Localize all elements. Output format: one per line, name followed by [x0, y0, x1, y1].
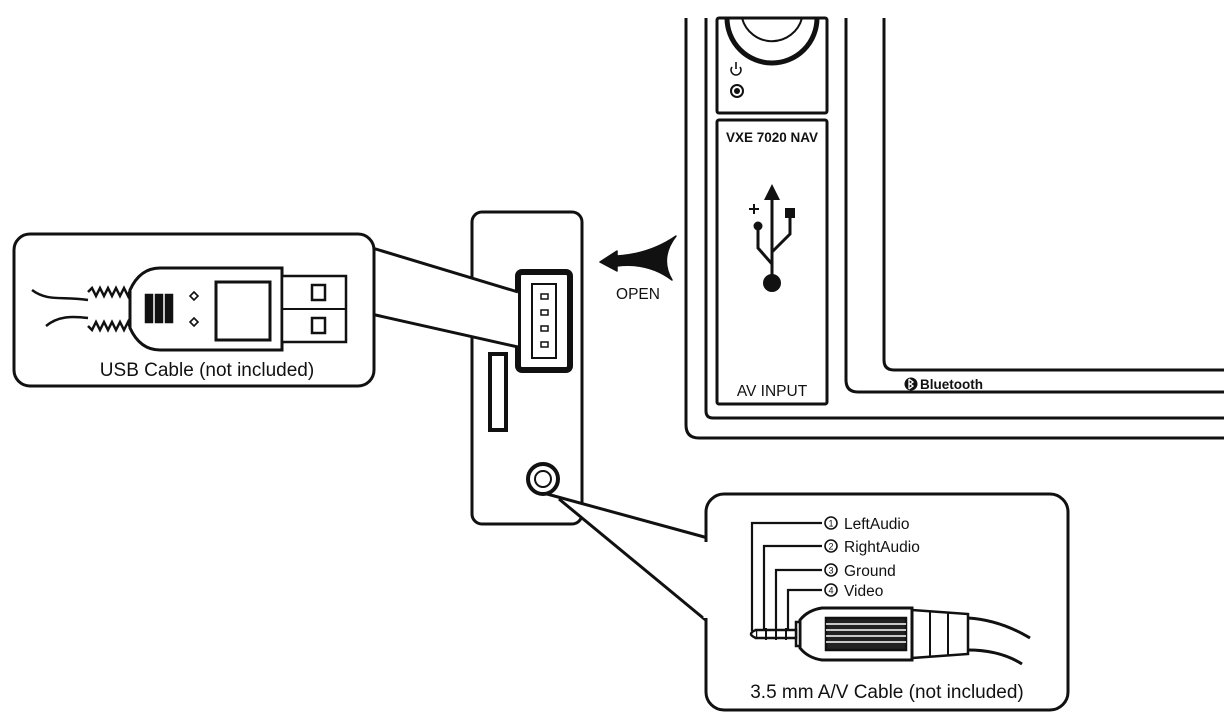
bluetooth-label: Bluetooth	[920, 377, 983, 392]
pin-label: Ground	[844, 563, 896, 580]
usb-callout: USB Cable (not included)	[12, 232, 519, 388]
pin-number: 2	[828, 542, 833, 552]
pin-list: 1 LeftAudio 2 RightAudio 3 Ground 4 Vide…	[824, 516, 920, 600]
av-input-label: AV INPUT	[737, 383, 808, 400]
pin-number: 3	[828, 566, 833, 576]
pin-label: LeftAudio	[844, 516, 910, 533]
pin-number: 1	[828, 519, 833, 529]
pin-leader-lines	[750, 521, 822, 631]
pin-item: 3 Ground	[824, 563, 896, 580]
usb-cable-caption: USB Cable (not included)	[100, 360, 314, 381]
head-unit	[684, 16, 1224, 440]
pin-item: 1 LeftAudio	[824, 516, 910, 533]
power-icon	[730, 62, 742, 76]
volume-knob[interactable]	[724, 17, 820, 66]
pin-label: RightAudio	[844, 539, 920, 556]
pin-number-badge	[824, 583, 838, 597]
usb-plug-icon	[31, 266, 348, 352]
sd-card-slot[interactable]	[488, 352, 508, 432]
bluetooth-badge: Bluetooth	[904, 377, 983, 392]
pin-label: Video	[844, 583, 883, 600]
av-input-jack[interactable]	[526, 462, 560, 496]
pin-number: 4	[828, 586, 833, 596]
usb-symbol-icon	[749, 184, 795, 292]
usb-port[interactable]	[515, 269, 573, 373]
pin-number-badge	[824, 539, 838, 553]
model-label: VXE 7020 NAV	[726, 130, 818, 145]
pin-item: 2 RightAudio	[824, 539, 920, 556]
av-plug-icon	[749, 606, 1031, 666]
pin-number-badge	[824, 516, 838, 530]
pin-item: 4 Video	[824, 583, 883, 600]
av-callout: 1 LeftAudio 2 RightAudio 3 Ground 4 Vide…	[546, 492, 1070, 712]
av-cable-caption: 3.5 mm A/V Cable (not included)	[750, 682, 1024, 703]
power-button[interactable]	[730, 84, 744, 98]
open-label: OPEN	[616, 286, 660, 303]
pin-number-badge	[824, 563, 838, 577]
open-arrow-icon	[599, 235, 677, 281]
